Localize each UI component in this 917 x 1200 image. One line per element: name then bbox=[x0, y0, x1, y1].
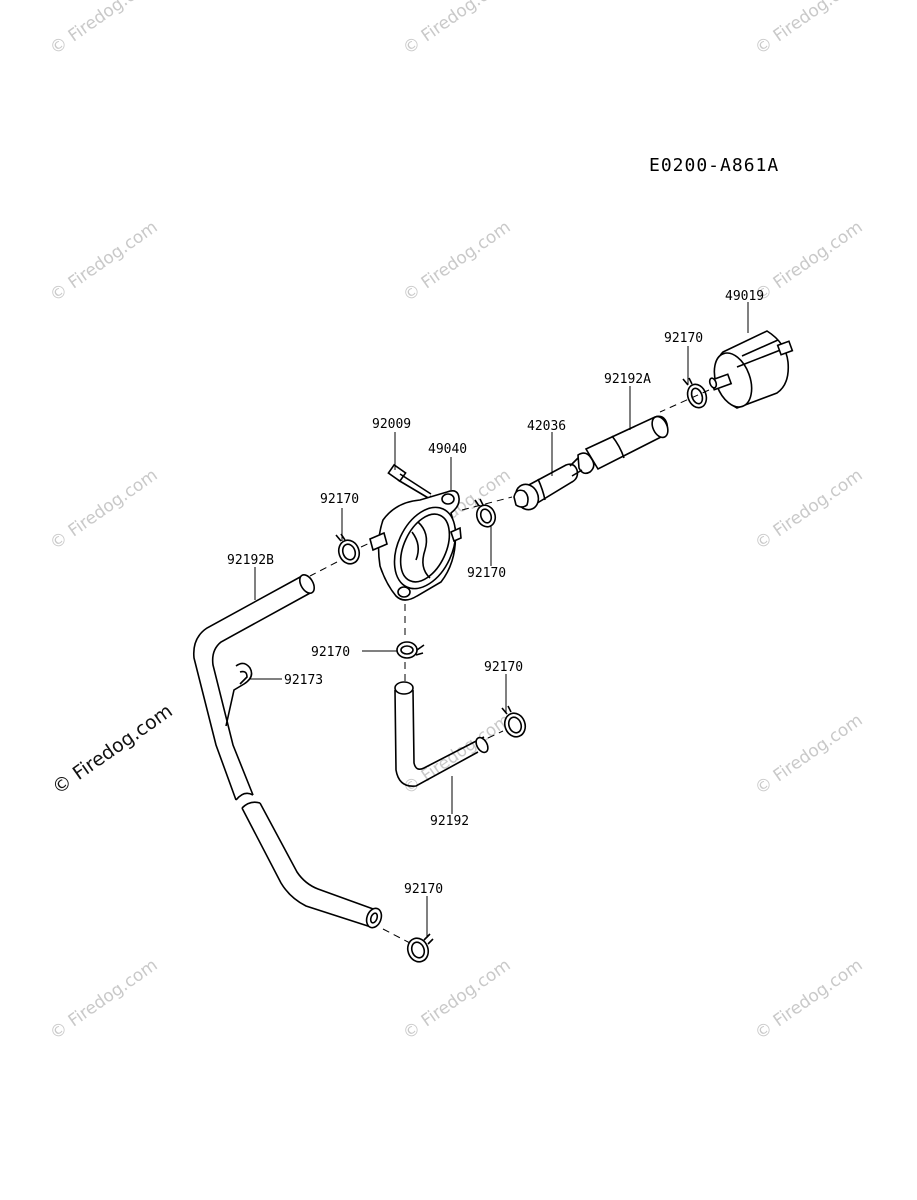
hose-clamp bbox=[474, 498, 497, 528]
part-label-clamp-bottom: 92170 bbox=[404, 882, 443, 897]
hose-clip bbox=[225, 662, 253, 727]
watermark: © Firedog.com bbox=[751, 0, 866, 59]
watermark: © Firedog.com bbox=[751, 710, 866, 799]
part-label-hose-b: 92192B bbox=[227, 553, 274, 568]
part-label-clamp-pump-left: 92170 bbox=[320, 492, 359, 507]
part-label-clamp-pump-bottom: 92170 bbox=[311, 645, 350, 660]
part-label-clamp-hose-right: 92170 bbox=[484, 660, 523, 675]
watermark: © Firedog.com bbox=[399, 217, 514, 306]
hose bbox=[394, 681, 489, 787]
part-label-filter: 49019 bbox=[725, 289, 764, 304]
hose-b bbox=[192, 574, 383, 929]
watermark: © Firedog.com bbox=[751, 955, 866, 1044]
assembly-line bbox=[659, 389, 710, 413]
screw bbox=[387, 463, 432, 500]
hose-clamp bbox=[501, 705, 527, 738]
part-label-fuel-pump: 49040 bbox=[428, 442, 467, 457]
watermark-prominent: © Firedog.com bbox=[48, 700, 176, 799]
assembly-line bbox=[309, 561, 338, 577]
part-label-pipe-joint: 42036 bbox=[527, 419, 566, 434]
part-label-clamp-filter: 92170 bbox=[664, 331, 703, 346]
hose-a bbox=[577, 415, 669, 475]
diagram-code: E0200-A861A bbox=[649, 155, 779, 176]
watermark: © Firedog.com bbox=[46, 0, 161, 59]
part-label-screw: 92009 bbox=[372, 417, 411, 432]
part-label-hose-a: 92192A bbox=[604, 372, 651, 387]
fuel-filter bbox=[708, 330, 794, 409]
part-label-clip: 92173 bbox=[284, 673, 323, 688]
fuel-pump bbox=[369, 490, 462, 601]
hose-clamp bbox=[335, 533, 361, 565]
part-label-hose: 92192 bbox=[430, 814, 469, 829]
hose-clamp bbox=[406, 933, 434, 963]
hose-clamp bbox=[396, 641, 425, 659]
watermark: © Firedog.com bbox=[46, 955, 161, 1044]
assembly-line bbox=[382, 928, 411, 944]
part-label-clamp-pump-right: 92170 bbox=[467, 566, 506, 581]
assembly-line bbox=[461, 496, 513, 511]
assembly-line bbox=[487, 730, 504, 739]
watermark: © Firedog.com bbox=[46, 465, 161, 554]
watermark: © Firedog.com bbox=[751, 465, 866, 554]
hose-clamp bbox=[682, 377, 708, 409]
watermark: © Firedog.com bbox=[399, 955, 514, 1044]
watermark: © Firedog.com bbox=[751, 217, 866, 306]
assembly-line bbox=[360, 541, 373, 548]
watermark: © Firedog.com bbox=[399, 0, 514, 59]
pipe-joint bbox=[513, 457, 583, 511]
watermark: © Firedog.com bbox=[46, 217, 161, 306]
